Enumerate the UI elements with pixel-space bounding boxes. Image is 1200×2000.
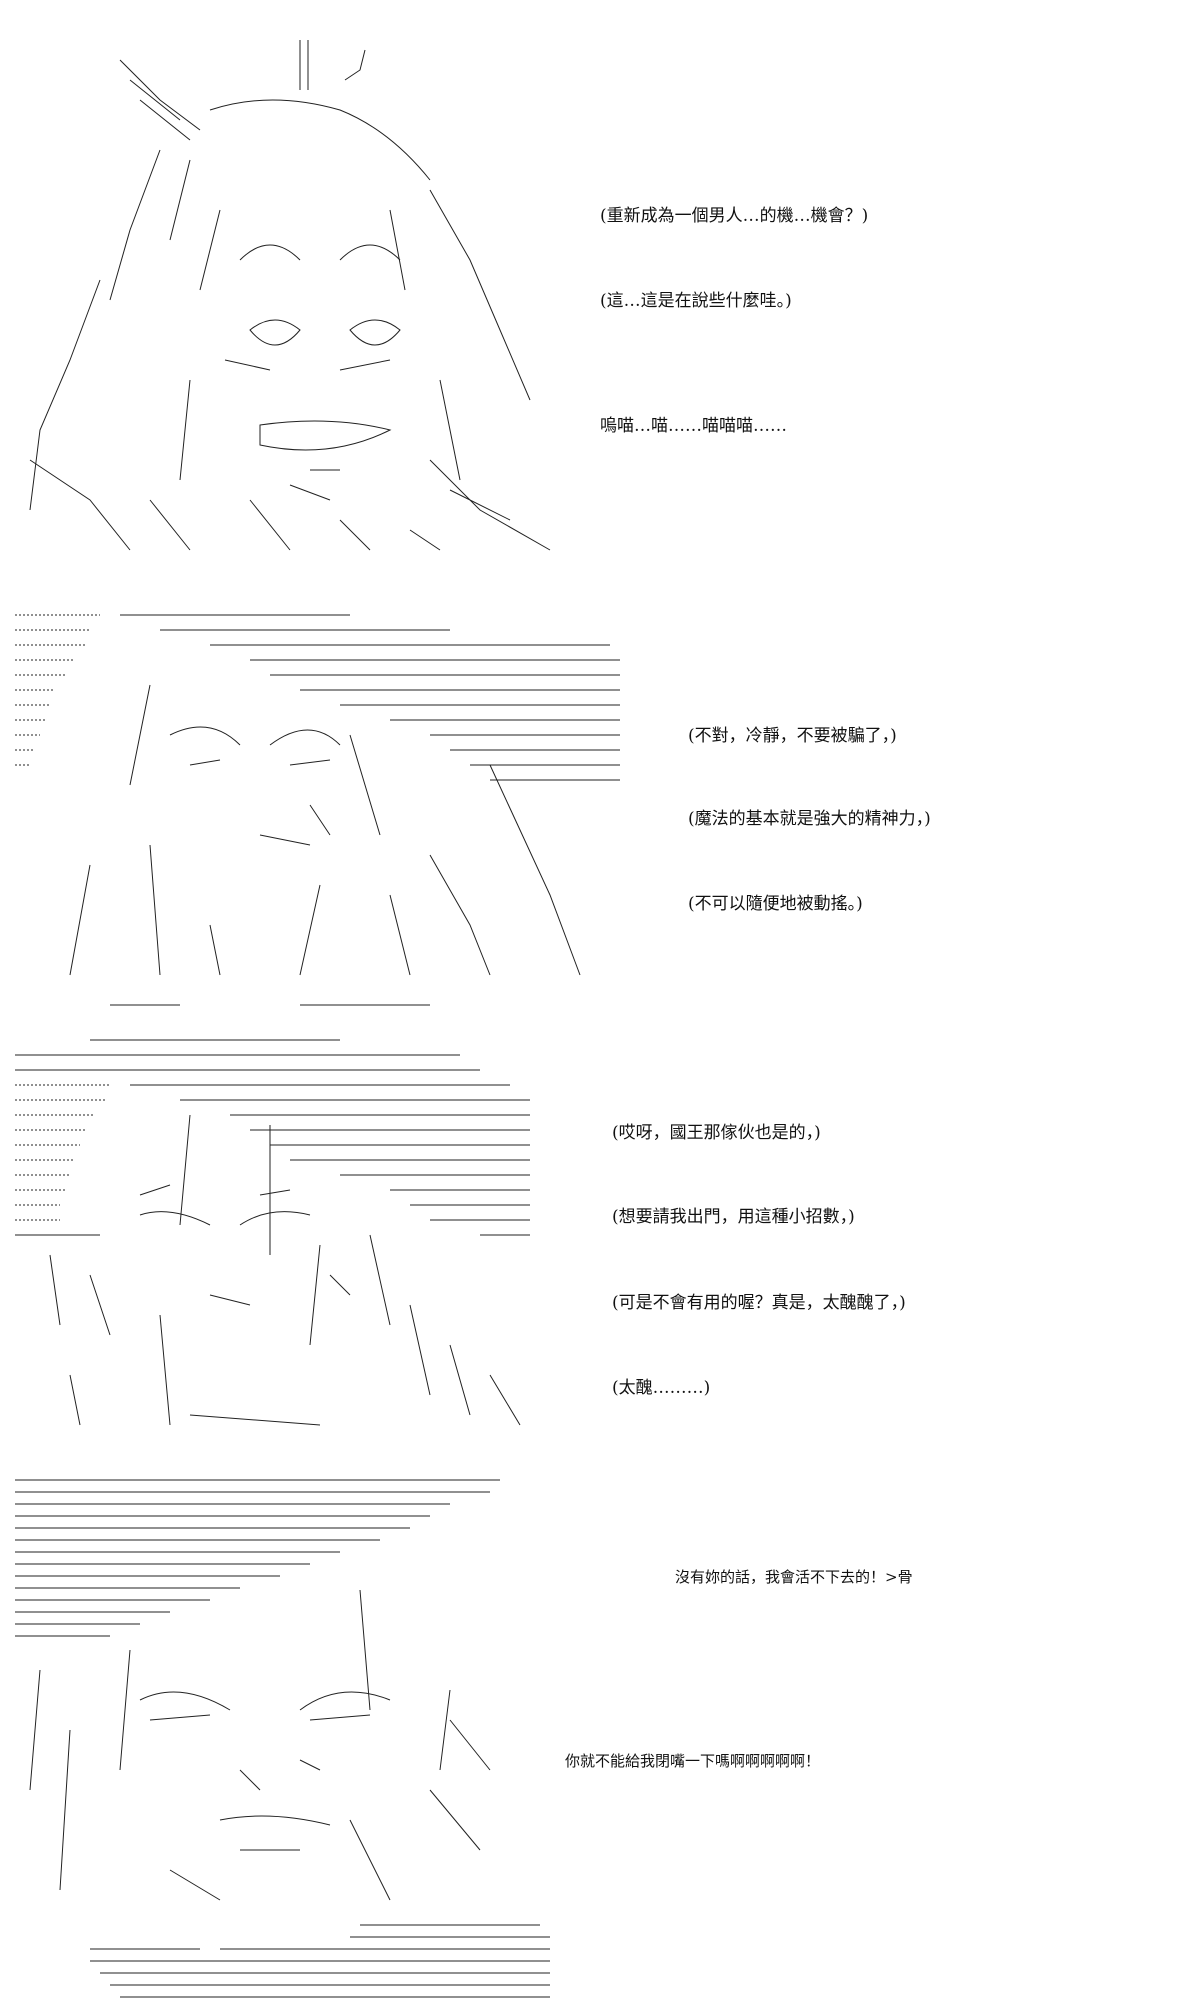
- dialogue-line: (可是不會有用的喔？真是，太醜醜了，): [612, 1293, 906, 1313]
- dialogue-line: 你就不能給我閉嘴一下嗎啊啊啊啊啊！: [565, 1752, 821, 1770]
- ascii-art-character-3: [10, 995, 540, 1440]
- dialogue-line: (不可以隨便地被動搖。): [688, 894, 863, 914]
- ascii-art-character-1: [10, 30, 570, 570]
- panel-2: (不對，冷靜，不要被騙了，) (魔法的基本就是強大的精神力，) (不可以隨便地被…: [0, 585, 1200, 990]
- dialogue-line: (重新成為一個男人…的機…機會？): [600, 206, 869, 226]
- dialogue-line: (不對，冷靜，不要被騙了，): [688, 726, 897, 746]
- dialogue-line: (哎呀，國王那傢伙也是的，): [612, 1123, 821, 1143]
- panel-3: (哎呀，國王那傢伙也是的，) (想要請我出門，用這種小招數，) (可是不會有用的…: [0, 995, 1200, 1445]
- panel-1: (重新成為一個男人…的機…機會？) (這…這是在說些什麼哇。) 嗚喵…喵……喵喵…: [0, 0, 1200, 580]
- dialogue-line: 沒有妳的話，我會活不下去的！>骨: [675, 1568, 913, 1586]
- ascii-art-character-2: [10, 595, 630, 985]
- dialogue-line: (想要請我出門，用這種小招數，): [612, 1207, 855, 1227]
- dialogue-line: (太醜………): [612, 1378, 711, 1398]
- panel-4: 沒有妳的話，我會活不下去的！>骨 你就不能給我閉嘴一下嗎啊啊啊啊啊！: [0, 1450, 1200, 1910]
- dialogue-line: (這…這是在說些什麼哇。): [600, 291, 792, 311]
- dialogue-line: 嗚喵…喵……喵喵喵……: [600, 416, 787, 436]
- ascii-art-character-5: [80, 1915, 560, 2000]
- ascii-art-character-4: [10, 1470, 510, 1910]
- panel-5: [0, 1915, 1200, 2000]
- dialogue-line: (魔法的基本就是強大的精神力，): [688, 809, 931, 829]
